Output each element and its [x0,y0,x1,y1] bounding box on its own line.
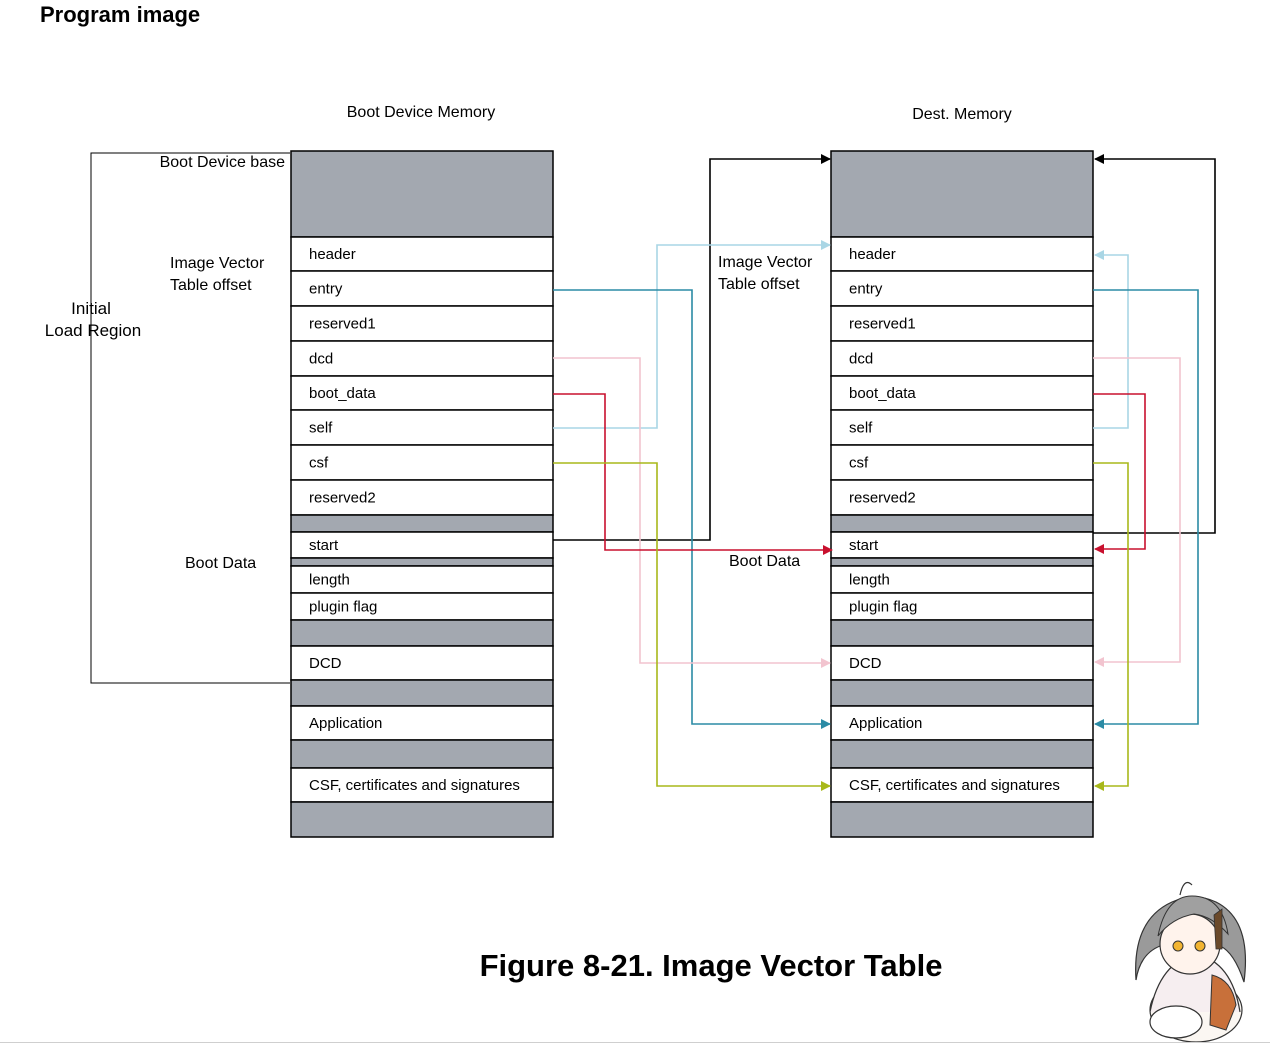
boot-data-label-mid: Boot Data [729,553,800,570]
right-cell-header [830,236,1094,272]
left-cell-reserved2 [290,479,554,516]
right-cell-label-plugin-flag: plugin flag [849,599,917,616]
left-cell-csf [290,444,554,481]
right-cell-reserved2 [830,479,1094,516]
dcd-pointer-arrow-right [1093,357,1181,667]
boot-data-pointer-arrow-left [553,393,833,555]
right-cell-label-self: self [849,420,873,437]
left-cell-entry [290,270,554,307]
right-cell-label-csf-block: CSF, certificates and signatures [849,777,1060,794]
entry-pointer-arrow-right [1093,289,1199,729]
left-cell-dcd-block [290,645,554,681]
boot-data-label-left: Boot Data [185,555,256,572]
ivt-offset-label-line2: Table offset [170,277,252,294]
right-cell-length [830,565,1094,594]
self-pointer-arrow-right [1093,250,1129,429]
right-cell-label-start: start [849,537,879,554]
right-cell-dcd-block [830,645,1094,681]
left-cell-label-header: header [309,246,356,263]
left-cell-reserved1 [290,305,554,342]
left-cell-label-reserved1: reserved1 [309,316,376,333]
left-cell-label-dcd-block: DCD [309,655,342,672]
start-pointer-arrow-right [1093,154,1216,534]
right-cell-application [830,705,1094,741]
right-cell-label-csf: csf [849,455,869,472]
initial-load-region-bracket [90,152,290,684]
left-cell-label-boot-data: boot_data [309,385,376,402]
left-cell-label-self: self [309,420,333,437]
left-column-title: Boot Device Memory [347,104,496,121]
right-cell-label-application: Application [849,715,922,732]
left-cell-label-plugin-flag: plugin flag [309,599,377,616]
right-cell-label-reserved1: reserved1 [849,316,916,333]
left-cell-label-csf: csf [309,455,329,472]
left-cell-length [290,565,554,594]
initial-load-region-label-line2: Load Region [45,321,141,340]
left-cell-label-reserved2: reserved2 [309,490,376,507]
right-reserved-block [830,619,1094,647]
left-cell-csf-block [290,767,554,803]
left-reserved-block [290,801,554,838]
entry-pointer-arrow-left [553,289,831,729]
right-cell-reserved1 [830,305,1094,342]
right-cell-label-entry: entry [849,281,883,298]
right-cell-label-dcd-block: DCD [849,655,882,672]
left-cell-application [290,705,554,741]
ivt-offset-label-mid-line1: Image Vector [718,254,813,271]
left-cell-label-csf-block: CSF, certificates and signatures [309,777,520,794]
figure-caption: Figure 8-21. Image Vector Table [479,948,943,983]
left-reserved-block [290,619,554,647]
right-cell-label-reserved2: reserved2 [849,490,916,507]
right-cell-label-dcd: dcd [849,351,873,368]
boot-device-base-label: Boot Device base [160,154,286,171]
dcd-pointer-arrow-left [553,357,831,668]
right-cell-label-header: header [849,246,896,263]
left-cell-label-application: Application [309,715,382,732]
csf-pointer-arrow-left [553,462,831,791]
right-cell-start [830,531,1094,559]
right-reserved-block [830,150,1094,238]
left-reserved-block [290,150,554,238]
left-cell-start [290,531,554,559]
right-reserved-block [830,679,1094,707]
page-bottom-rule [0,1042,1270,1043]
ivt-offset-label-line1: Image Vector [170,255,265,272]
right-cell-label-length: length [849,572,890,589]
right-cell-self [830,409,1094,446]
left-cell-boot-data [290,375,554,411]
left-cell-label-dcd: dcd [309,351,333,368]
left-cell-label-length: length [309,572,350,589]
csf-pointer-arrow-right [1093,462,1129,791]
right-cell-csf [830,444,1094,481]
left-cell-label-entry: entry [309,281,343,298]
ivt-offset-label-mid-line2: Table offset [718,276,800,293]
right-cell-csf-block [830,767,1094,803]
right-cell-label-boot-data: boot_data [849,385,916,402]
left-cell-header [290,236,554,272]
right-reserved-block [830,801,1094,838]
right-column-title: Dest. Memory [912,106,1012,123]
left-cell-label-start: start [309,537,339,554]
right-cell-plugin-flag [830,592,1094,621]
left-reserved-block [290,739,554,769]
page-heading: Program image [40,2,201,27]
boot-data-pointer-arrow-right [1093,393,1146,554]
left-cell-dcd [290,340,554,377]
start-pointer-arrow-left [553,154,831,541]
